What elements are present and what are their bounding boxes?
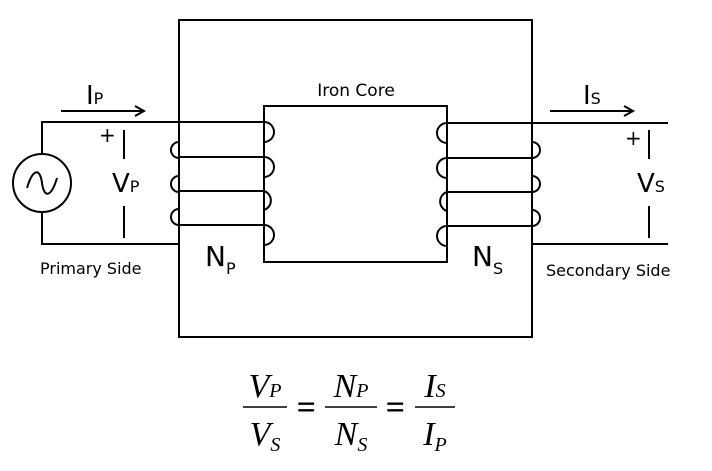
secondary-side-label: Secondary Side [546,261,670,280]
primary-winding [41,121,275,246]
primary-current-label: IP [86,81,104,111]
eq-vp: VP [249,368,282,405]
primary-side-label: Primary Side [40,259,142,278]
primary-turns-label: NP [205,240,236,278]
secondary-winding [436,122,668,247]
secondary-current-arrow [550,105,636,117]
primary-current-arrow [61,105,147,117]
core-window [263,105,448,263]
secondary-current-label: IS [583,81,601,111]
ac-voltage-source-icon [12,153,72,213]
core-outer [178,19,533,338]
eq-ip: IP [422,416,447,456]
secondary-voltage-label: VS [637,169,665,199]
eq-equals-1: = [296,389,315,426]
eq-np: NP [333,368,369,405]
eq-vs: VS [250,416,281,456]
eq-ns: NS [334,416,368,456]
eq-equals-2: = [385,389,404,426]
turns-ratio-equation: VP VS = NP NS = IS IP [243,368,455,456]
secondary-plus: + [625,126,642,150]
primary-voltage-label: VP [112,169,140,199]
eq-is: IS [423,368,445,405]
iron-core-label: Iron Core [317,81,395,101]
primary-plus: + [99,123,116,147]
secondary-turns-label: NS [472,240,503,278]
